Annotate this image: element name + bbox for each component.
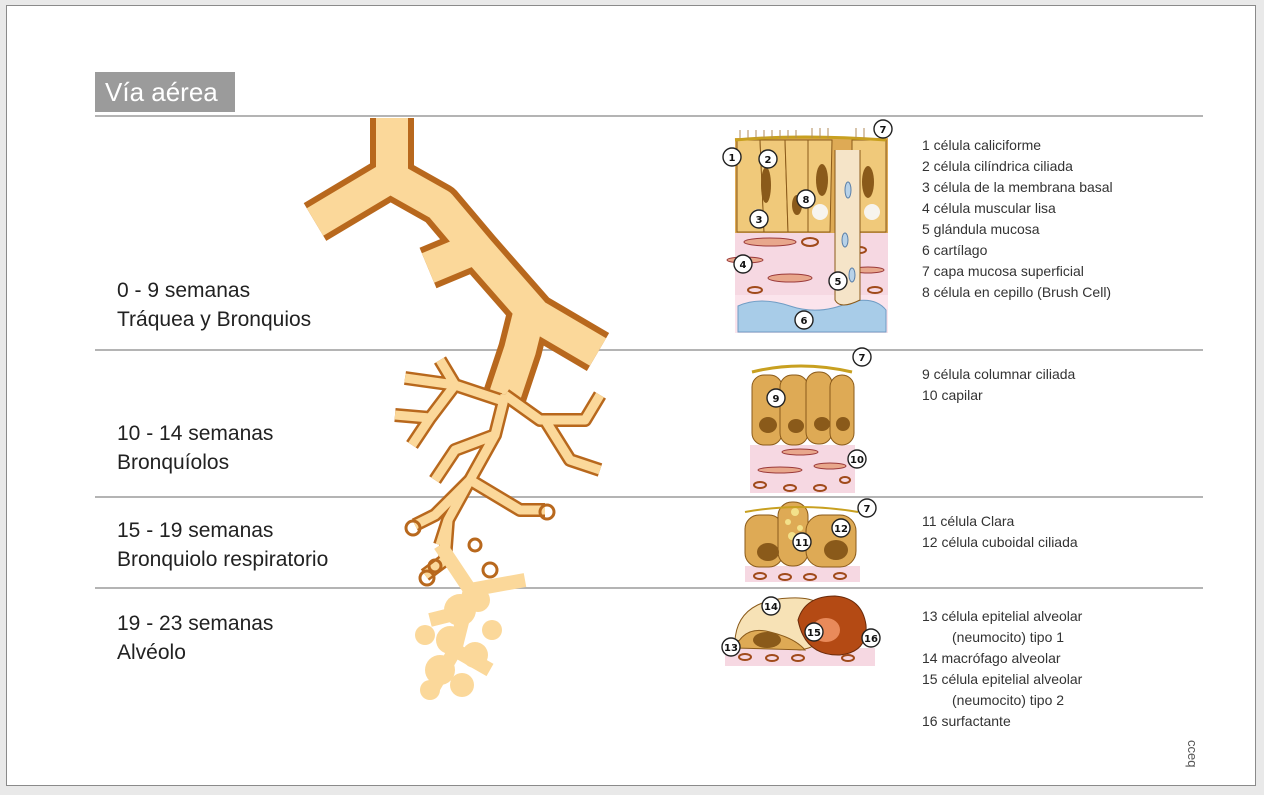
marker-2: 2: [759, 150, 777, 168]
legend-item: 12 célula cuboidal ciliada: [922, 532, 1078, 553]
legend-bronchioles: 9 célula columnar ciliada 10 capilar: [922, 364, 1075, 406]
marker-9: 9: [767, 389, 785, 407]
legend-item: 16 surfactante: [922, 711, 1082, 732]
legend-item: 3 célula de la membrana basal: [922, 177, 1113, 198]
svg-text:15: 15: [807, 628, 821, 639]
legend-item: 8 célula en cepillo (Brush Cell): [922, 282, 1113, 303]
marker-15: 15: [805, 623, 823, 641]
svg-text:13: 13: [724, 643, 738, 654]
legend-item: 9 célula columnar ciliada: [922, 364, 1075, 385]
marker-10: 10: [848, 450, 866, 468]
svg-text:7: 7: [880, 125, 887, 136]
svg-text:1: 1: [729, 153, 736, 164]
svg-text:3: 3: [756, 215, 763, 226]
marker-7: 7: [874, 120, 892, 138]
svg-text:4: 4: [740, 260, 747, 271]
legend-trachea: 1 célula caliciforme 2 célula cilíndrica…: [922, 135, 1113, 303]
marker-12: 12: [832, 519, 850, 537]
legend-item: 14 macrófago alveolar: [922, 648, 1082, 669]
marker-6: 6: [795, 311, 813, 329]
legend-item: 7 capa mucosa superficial: [922, 261, 1113, 282]
marker-5: 5: [829, 272, 847, 290]
legend-item-continuation: (neumocito) tipo 1: [922, 627, 1082, 648]
legend-item: 2 célula cilíndrica ciliada: [922, 156, 1113, 177]
marker-8: 8: [797, 190, 815, 208]
legend-item: 5 glándula mucosa: [922, 219, 1113, 240]
airway-tree: [315, 118, 600, 700]
trachea-epithelium: [727, 128, 888, 333]
svg-text:16: 16: [864, 634, 878, 645]
svg-text:14: 14: [764, 602, 778, 613]
legend-alveolus: 13 célula epitelial alveolar (neumocito)…: [922, 606, 1082, 732]
alveolus-section: [725, 596, 875, 666]
svg-text:12: 12: [834, 524, 848, 535]
marker-4: 4: [734, 255, 752, 273]
legend-item: 1 célula caliciforme: [922, 135, 1113, 156]
marker-13: 13: [722, 638, 740, 656]
legend-item-continuation: (neumocito) tipo 2: [922, 690, 1082, 711]
marker-11: 11: [793, 533, 811, 551]
marker-1: 1: [723, 148, 741, 166]
marker-14: 14: [762, 597, 780, 615]
legend-respiratory-bronchiole: 11 célula Clara 12 célula cuboidal cilia…: [922, 511, 1078, 553]
marker-16: 16: [862, 629, 880, 647]
svg-text:8: 8: [803, 195, 810, 206]
legend-item: 4 célula muscular lisa: [922, 198, 1113, 219]
svg-text:7: 7: [864, 504, 871, 515]
svg-text:10: 10: [850, 455, 864, 466]
svg-text:5: 5: [835, 277, 842, 288]
marker-3: 3: [750, 210, 768, 228]
svg-text:11: 11: [795, 538, 809, 549]
credit-text: cceq: [1185, 740, 1200, 767]
bronchiole-epithelium: [750, 366, 855, 493]
svg-text:9: 9: [773, 394, 780, 405]
svg-text:7: 7: [859, 353, 866, 364]
marker-7: 7: [858, 499, 876, 517]
legend-item: 15 célula epitelial alveolar: [922, 669, 1082, 690]
legend-item: 6 cartílago: [922, 240, 1113, 261]
marker-7: 7: [853, 348, 871, 366]
legend-item: 10 capilar: [922, 385, 1075, 406]
legend-item: 11 célula Clara: [922, 511, 1078, 532]
legend-item: 13 célula epitelial alveolar: [922, 606, 1082, 627]
svg-text:2: 2: [765, 155, 772, 166]
svg-text:6: 6: [801, 316, 808, 327]
